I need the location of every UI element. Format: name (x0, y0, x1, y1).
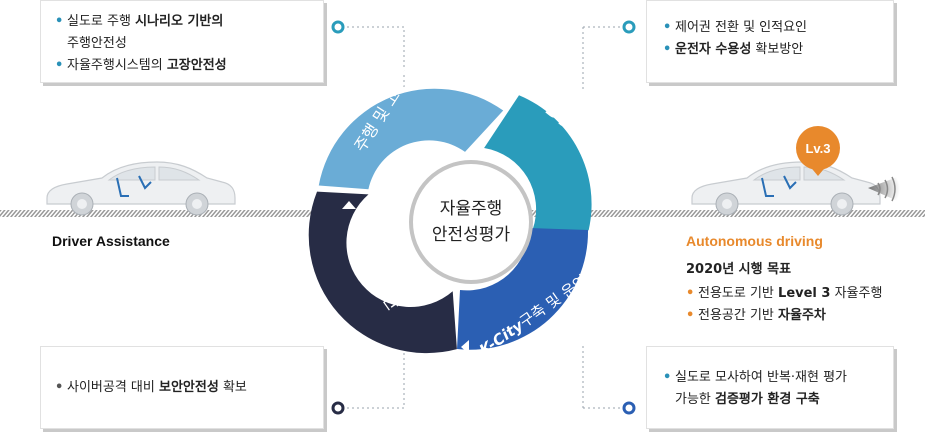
level-badge-label: Lv.3 (805, 141, 830, 156)
center-title-line2: 안전성평가 (432, 225, 511, 245)
node-bottom-left (331, 401, 345, 415)
arrow-left-icon (461, 340, 469, 354)
segment-bottom-right (457, 228, 589, 350)
info-item: 제어권 전환 및 인적요인 (663, 17, 877, 39)
autonomous-goals: 2020년 시행 목표 전용도로 기반 Level 3 자율주행 전용공간 기반… (686, 259, 882, 327)
arrow-down-icon (605, 226, 619, 235)
level-badge (796, 126, 840, 176)
driver-assistance-label: Driver Assistance (52, 233, 170, 249)
car-right-icon (691, 161, 881, 216)
info-box-bottom-left: 사이버공격 대비 보안안전성 확보 (40, 346, 324, 429)
center-circle (409, 160, 533, 284)
node-top-right (622, 20, 636, 34)
car-left-icon (46, 161, 236, 216)
segment-bottom-left (308, 191, 457, 354)
goal-item: 전용공간 기반 자율주차 (686, 305, 882, 327)
center-title-line1: 자율주행 (440, 199, 503, 219)
info-item: 사이버공격 대비 보안안전성 확보 (55, 377, 309, 399)
arrow-up-icon (342, 201, 356, 209)
info-item: 자율주행시스템의 고장안전성 (55, 55, 309, 77)
goal-item: 전용도로 기반 Level 3 자율주행 (686, 283, 882, 305)
segment-top-left (318, 88, 504, 190)
process-ring (308, 88, 592, 354)
goals-title: 2020년 시행 목표 (686, 262, 792, 277)
info-item: 운전자 수용성 확보방안 (663, 39, 877, 61)
autonomous-driving-label: Autonomous driving (686, 233, 823, 249)
arrow-right-icon (491, 70, 501, 84)
info-box-top-right: 제어권 전환 및 인적요인 운전자 수용성 확보방안 (646, 0, 894, 83)
node-bottom-right (622, 401, 636, 415)
segment-top-right (484, 95, 592, 231)
sensor-wave-icon (868, 176, 900, 202)
node-top-left (331, 20, 345, 34)
connector-nodes (331, 20, 636, 415)
road-left (0, 210, 340, 217)
connector-lines (342, 26, 628, 409)
sensor-arcs (877, 176, 896, 202)
